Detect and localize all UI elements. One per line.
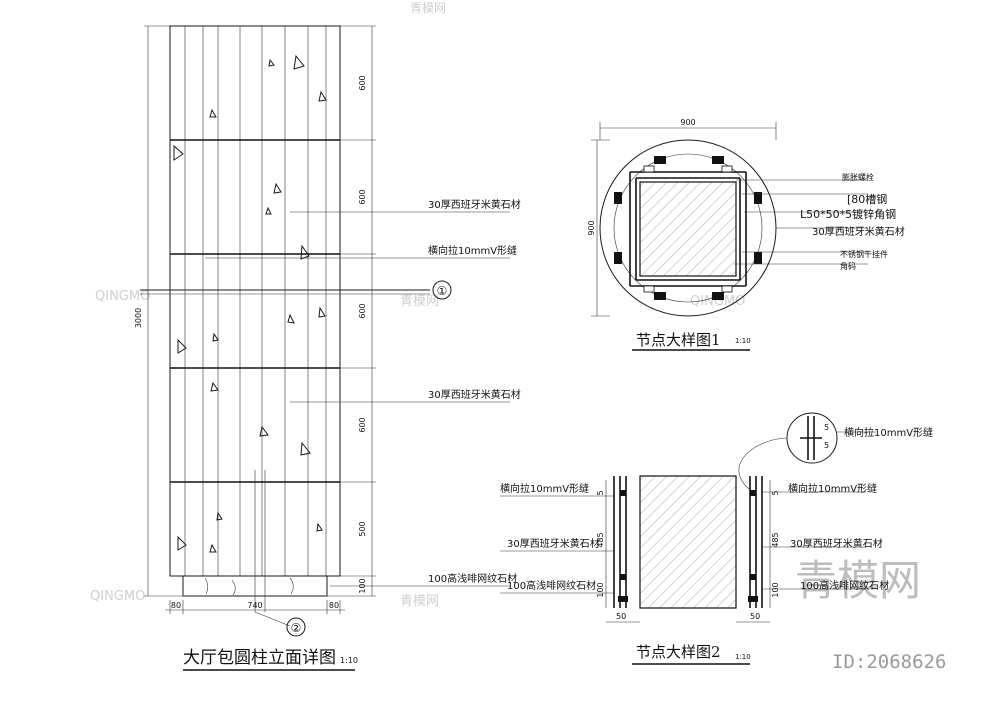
watermark-brand: 青模网 xyxy=(400,594,439,609)
section-mark-2 xyxy=(286,617,306,637)
d2-right-callout-2: 100高浅啡网纹石材 xyxy=(800,579,889,592)
height-dim-label: 3000 xyxy=(134,308,143,328)
channel-steel-frame xyxy=(629,171,747,287)
callout-base-stone: 100高浅啡网纹石材 xyxy=(428,572,517,585)
d2-right-callout-1: 30厚西班牙米黄石材 xyxy=(790,537,883,550)
d2-left-dim-0: 5 xyxy=(596,490,605,495)
elevation-leaders xyxy=(205,211,510,627)
d2-right-callout-0: 横向拉10mmV形缝 xyxy=(788,482,877,495)
d2-left-callout-2: 100高浅啡网纹石材 xyxy=(507,579,596,592)
watermark-latin: QINGMO xyxy=(95,289,150,304)
detail1-drawing: 900 900 膨胀螺栓 [80槽钢 L50*50*5镀锌角钢 30厚西班牙米黄… xyxy=(587,118,905,351)
d2-top-dim-1: 5 xyxy=(824,441,829,450)
d2-magnifier-leader xyxy=(738,437,787,495)
d2-left-callout-0: 横向拉10mmV形缝 xyxy=(500,482,589,495)
detail1-title: 节点大样图1 xyxy=(636,331,721,349)
d2-bottom-dim-0: 50 xyxy=(616,612,626,621)
watermark-latin: QINGMO xyxy=(90,589,145,604)
bracket-set xyxy=(614,156,762,300)
watermark-brand: 青模网 xyxy=(410,1,446,15)
callout-stone-upper: 30厚西班牙米黄石材 xyxy=(428,198,521,211)
segment-dim-1: 600 xyxy=(358,189,367,204)
d2-joint-detail xyxy=(800,416,822,460)
detail2-scale: 1:10 xyxy=(735,653,751,661)
d1-height-dim-label: 900 xyxy=(587,220,596,235)
d2-anchors xyxy=(618,490,758,602)
inner-stone-ring xyxy=(613,153,763,303)
bottom-dim-2: 80 xyxy=(329,601,339,610)
d2-top-dim-0: 5 xyxy=(824,423,829,432)
watermark-brand: 青模网 xyxy=(400,294,439,309)
d2-right-dim-0: 5 xyxy=(771,490,780,495)
column-grain-lines xyxy=(184,26,327,576)
d1-callout-3: 30厚西班牙米黄石材 xyxy=(812,225,905,238)
d2-bottom-dim-1: 50 xyxy=(750,612,760,621)
stone-speckles xyxy=(173,54,327,553)
section-mark-2-label: ② xyxy=(291,621,302,635)
d1-callout-0: 膨胀螺栓 xyxy=(842,172,874,182)
detail1-scale: 1:10 xyxy=(735,337,751,345)
watermark-id: ID:2068626 xyxy=(832,651,946,673)
section-mark-1-label: ① xyxy=(437,284,448,298)
column-joints xyxy=(170,139,340,483)
segment-dim-ticks xyxy=(327,25,376,597)
d1-width-dim-label: 900 xyxy=(680,118,695,127)
callout-stone-lower: 30厚西班牙米黄石材 xyxy=(428,388,521,401)
detail2-title: 节点大样图2 xyxy=(636,643,721,661)
d2-stone-plates xyxy=(613,476,763,608)
d2-left-leaders xyxy=(500,495,614,594)
d2-left-dim-2: 100 xyxy=(596,582,605,597)
d1-callout-2: L50*50*5镀锌角钢 xyxy=(800,207,896,221)
elevation-scale: 1:10 xyxy=(340,656,358,665)
d1-leaders xyxy=(734,179,868,265)
d1-callout-4: 不锈钢干挂件 xyxy=(840,249,888,259)
d2-left-callout-1: 30厚西班牙米黄石材 xyxy=(507,537,600,550)
elevation-title: 大厅包圆柱立面详图 xyxy=(183,648,336,668)
concrete-core xyxy=(639,181,737,277)
segment-dim-4: 500 xyxy=(358,521,367,536)
segment-dim-2: 600 xyxy=(358,303,367,318)
watermark-brand-large: 青模网 xyxy=(795,556,921,605)
d2-right-dim-2: 100 xyxy=(771,582,780,597)
anchor-set xyxy=(643,165,733,293)
watermark-layer: QINGMO 青模网 QINGMO 青模网 青模网 QINGMO 青模网 ID:… xyxy=(90,1,946,673)
segment-dim-3: 600 xyxy=(358,417,367,432)
d2-right-dim-1: 485 xyxy=(771,532,780,547)
d2-right-leaders xyxy=(762,491,866,590)
segment-dim-0: 600 xyxy=(358,75,367,90)
section-mark-1 xyxy=(432,280,452,300)
base-marble-veins xyxy=(204,577,294,596)
d2-left-dim-1: 485 xyxy=(596,532,605,547)
d2-concrete-core xyxy=(639,475,737,609)
d2-top-callout: 横向拉10mmV形缝 xyxy=(844,426,933,439)
d1-callout-1: [80槽钢 xyxy=(847,193,887,206)
d2-joint-magnifier xyxy=(786,412,838,464)
detail2-drawing: 5 485 100 5 485 100 50 50 横向拉10mmV形缝 30厚… xyxy=(500,412,933,665)
bottom-dim-0: 80 xyxy=(171,601,181,610)
callout-v-joint: 横向拉10mmV形缝 xyxy=(428,244,517,257)
d1-callout-5: 角码 xyxy=(840,261,856,271)
elevation-drawing: 3000 600 600 600 600 500 100 80 740 80 xyxy=(134,25,521,671)
watermark-latin: QINGMO xyxy=(690,294,745,309)
